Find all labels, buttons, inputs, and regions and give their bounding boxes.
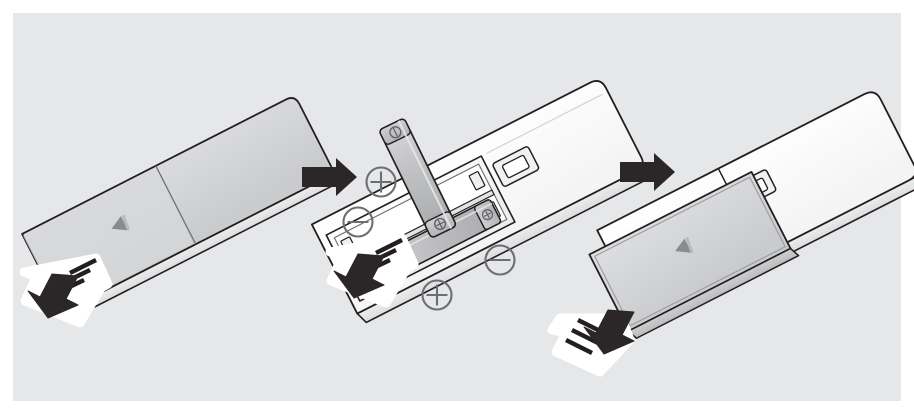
push-arrow-head-3 <box>583 309 635 355</box>
pull-arrow-1 <box>19 253 113 328</box>
remote-2-inner-guide <box>486 93 603 154</box>
step-1-group <box>19 97 342 328</box>
step-3-description: Slide the battery cover back onto the re… <box>4 33 206 42</box>
plus-symbol-lower <box>421 279 453 311</box>
minus-symbol-upper <box>342 206 374 238</box>
step-2-description: Insert two AAA batteries matching the po… <box>4 23 271 32</box>
plus-symbol-lower-label: + <box>34 43 39 52</box>
pull-arrow-head-2 <box>333 253 385 299</box>
figure-title: Remote control battery replacement <box>4 3 132 12</box>
minus-symbol-upper-label: − <box>14 43 19 52</box>
step-arrow-2-to-3-label: → <box>20 53 28 62</box>
polarity-symbols <box>342 166 516 311</box>
pull-arrow-2 <box>325 233 419 308</box>
remote-3 <box>588 91 914 339</box>
battery-upper <box>379 118 457 238</box>
step-1-description: Slide the battery cover off the back of … <box>4 13 177 22</box>
minus-symbol-lower-label: − <box>24 43 29 52</box>
triangle-left-icon-3 <box>675 236 694 254</box>
remote-1-cover-seam <box>155 165 197 245</box>
plus-symbol-upper-label: + <box>4 43 9 52</box>
push-arrow-3 <box>547 309 635 377</box>
step-arrow-1-to-2-label: → <box>4 53 12 62</box>
plus-symbol-upper <box>365 166 397 198</box>
step-2-group <box>310 80 654 324</box>
step-arrow-1-to-2 <box>302 158 357 196</box>
pull-arrow-head-1 <box>27 273 79 319</box>
step-3-group <box>547 91 914 377</box>
cover-latch-slot <box>492 146 540 187</box>
triangle-left-icon-1 <box>111 214 130 231</box>
battery-cover-3-side <box>627 247 800 339</box>
battery-cover-3-inner-line <box>593 176 786 327</box>
step-arrow-2-to-3 <box>620 153 675 191</box>
minus-symbol-lower <box>484 244 516 276</box>
